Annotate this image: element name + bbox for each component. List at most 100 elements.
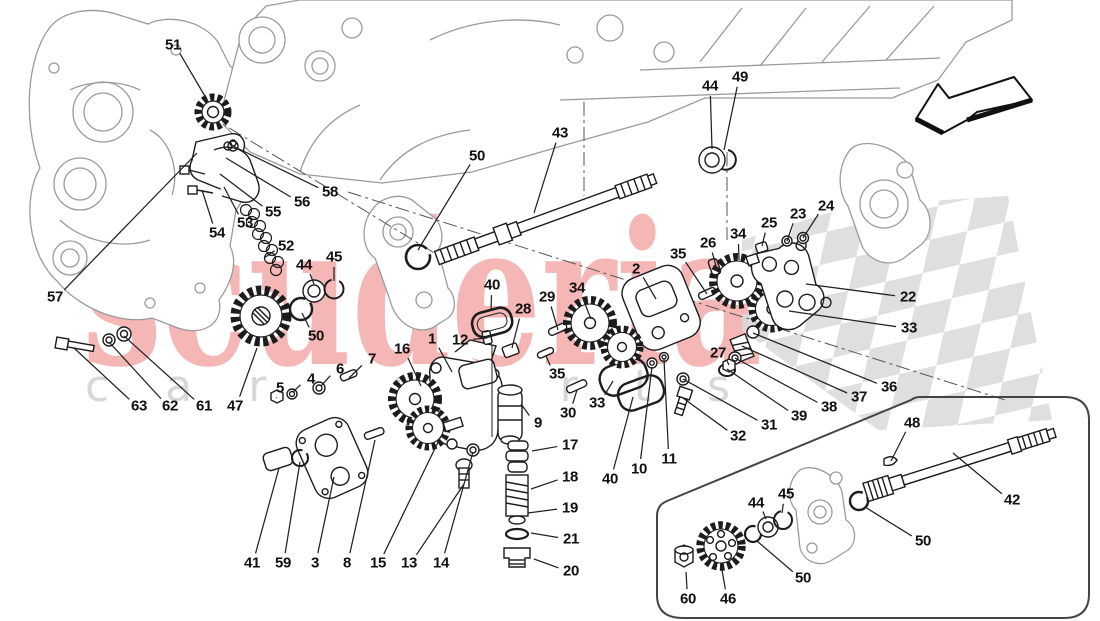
leader-line-63 [73,347,130,400]
leader-line-41 [254,467,280,554]
leader-line-25 [761,232,766,247]
part-plate-3 [295,416,369,500]
part-gasket-40-bottom [616,374,666,412]
leader-line-29 [550,306,559,331]
leader-line-2 [642,277,657,300]
leader-line-35b [545,355,551,366]
part-oring-50-top [404,243,432,271]
engine-background-art [28,0,1013,565]
leader-line-44b [709,95,713,150]
part-nut-60 [674,544,694,568]
leader-line-17 [531,445,558,452]
leader-line-44c [762,511,767,520]
leader-line-14 [443,451,474,554]
leader-line-62 [108,341,162,400]
leader-line-4 [292,384,301,393]
leader-line-40a [490,294,493,312]
part-sprocket-51 [194,93,232,131]
leader-line-7 [348,364,363,379]
leader-line-23 [786,223,794,242]
leader-line-47 [239,347,258,397]
support-bracket-right [839,142,931,264]
leader-lines [63,53,1003,590]
leader-line-3 [317,476,335,554]
leader-line-27 [726,360,730,366]
part-chain-52 [239,203,285,277]
leader-line-57 [63,152,198,291]
leader-line-50a [417,164,471,251]
part-cylinder-9 [497,384,523,445]
leader-line-33b [604,380,614,396]
leader-line-46 [721,569,726,590]
leader-line-11 [663,358,669,450]
leader-line-13 [415,483,465,556]
leader-line-1 [438,347,453,373]
part-gear-15 [405,405,464,451]
part-gear-34-left-pair [563,296,644,369]
leader-line-40b [612,396,634,470]
inset-bracket [789,467,856,565]
leader-line-22 [805,283,896,297]
leader-line-21 [530,532,559,539]
leader-line-53 [223,186,240,215]
leader-line-37 [741,345,848,394]
leader-line-10 [640,366,653,460]
leader-line-51 [179,53,207,99]
leader-line-30 [572,389,578,404]
part-gasket-40-top [470,306,514,339]
leader-line-18 [530,479,558,490]
leader-line-45c [781,503,784,514]
leader-line-50d [756,540,794,573]
part-shaft-42 [862,427,1057,503]
checkered-flag-graphic [742,196,1052,430]
leader-line-44a [309,273,315,285]
leader-line-39 [726,368,789,412]
leader-line-56 [225,157,292,198]
leader-line-55 [219,173,263,207]
direction-arrow-icon [914,76,1033,136]
leader-line-59 [284,461,301,554]
engine-block [218,0,1013,184]
leader-line-28 [511,318,521,349]
leader-line-8 [349,439,376,554]
leader-line-35a [685,261,708,295]
leader-line-15 [383,435,442,555]
support-bracket-centre [363,195,456,331]
part-cover-22 [745,239,832,331]
leader-line-12 [472,337,488,340]
part-shaft-43 [433,173,658,266]
leader-line-26 [711,252,717,267]
leader-line-19 [527,508,558,514]
leader-line-6 [320,375,331,387]
leader-line-20 [533,558,559,569]
leader-line-52 [263,250,275,259]
part-sprocket-47 [230,285,292,347]
leader-line-60 [685,571,688,590]
part-relief-valve-right [673,325,760,417]
leader-line-34a [581,296,592,320]
leader-line-24 [802,213,819,239]
part-sprocket-46 [696,521,746,571]
part-bearing-44-top [698,146,737,174]
leader-line-50c [864,506,913,537]
part-pin-35-upper [697,286,717,301]
leader-line-42 [952,452,1003,495]
leader-line-16 [407,357,422,387]
leader-line-58 [232,145,319,189]
part-pump-body-2 [621,264,701,351]
exploded-parts [54,93,1057,571]
leader-line-33a [788,310,897,328]
leader-line-48 [890,431,907,462]
leader-line-43 [533,142,557,214]
part-pin-26 [707,257,722,276]
leader-line-54 [201,189,214,224]
part-relief-valve-centre [503,440,531,568]
part-bearing-44-inset [757,510,793,538]
inset-frame [656,396,1090,619]
leader-line-32 [682,397,728,431]
leader-line-36 [752,332,878,384]
part-key-48 [883,456,898,467]
crankcase-cover [28,9,246,332]
